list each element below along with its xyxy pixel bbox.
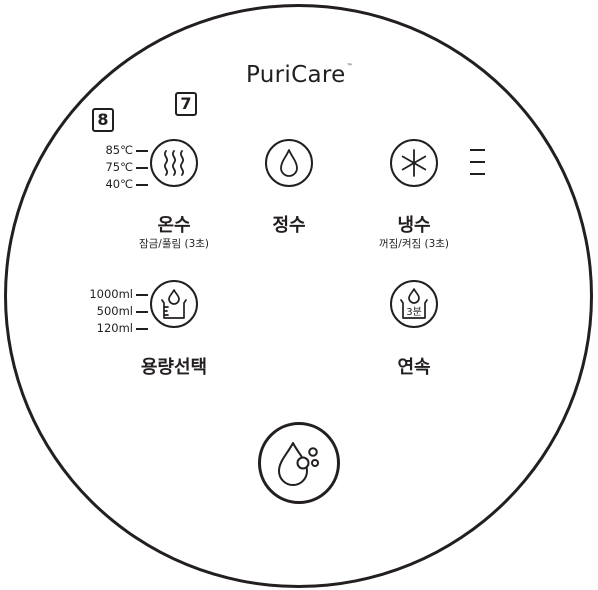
temperature-40: 40℃ xyxy=(70,177,148,191)
volume-select-label: 용량선택 xyxy=(140,357,208,378)
level-bar xyxy=(470,161,485,163)
cup-timer-icon: 3분 xyxy=(400,288,428,319)
purified-water-label: 정수 xyxy=(272,215,306,236)
cold-water-sublabel: 꺼짐/켜짐 (3초) xyxy=(378,238,450,250)
steam-waves-icon xyxy=(163,150,185,176)
water-drop-icon xyxy=(280,149,298,177)
volume-options: 1000ml 500ml 120ml xyxy=(52,287,148,335)
purified-water-button[interactable] xyxy=(265,139,313,187)
measuring-cup-icon xyxy=(161,289,187,319)
volume-option-500: 500ml xyxy=(52,304,148,318)
marker-7: 7 xyxy=(175,92,197,116)
marker-8: 8 xyxy=(92,108,114,132)
control-panel xyxy=(4,4,593,588)
temperature-75: 75℃ xyxy=(70,160,148,174)
volume-option-1000: 1000ml xyxy=(52,287,148,301)
hot-water-sublabel: 잠금/풀림 (3초) xyxy=(138,238,210,250)
volume-select-button[interactable] xyxy=(150,280,198,328)
snowflake-icon xyxy=(401,149,427,177)
brand-name: PuriCare xyxy=(246,62,346,88)
brand-logo: PuriCare™ xyxy=(246,62,353,88)
level-bar xyxy=(470,149,485,151)
hot-water-label: 온수 xyxy=(157,215,191,236)
continuous-icon-text: 3분 xyxy=(406,306,422,318)
continuous-label: 연속 xyxy=(397,357,431,378)
trademark-mark: ™ xyxy=(346,63,353,70)
temperature-85: 85℃ xyxy=(70,143,148,157)
cold-level-bars xyxy=(470,149,485,185)
hot-water-button[interactable] xyxy=(150,139,198,187)
cold-water-button[interactable] xyxy=(390,139,438,187)
level-bar xyxy=(470,173,485,175)
cold-water-label: 냉수 xyxy=(397,215,431,236)
volume-option-120: 120ml xyxy=(52,321,148,335)
dispense-button[interactable] xyxy=(258,422,340,504)
continuous-button[interactable]: 3분 xyxy=(390,280,438,328)
drop-with-bubbles-icon xyxy=(278,442,319,486)
temperature-list: 85℃ 75℃ 40℃ xyxy=(70,143,148,191)
